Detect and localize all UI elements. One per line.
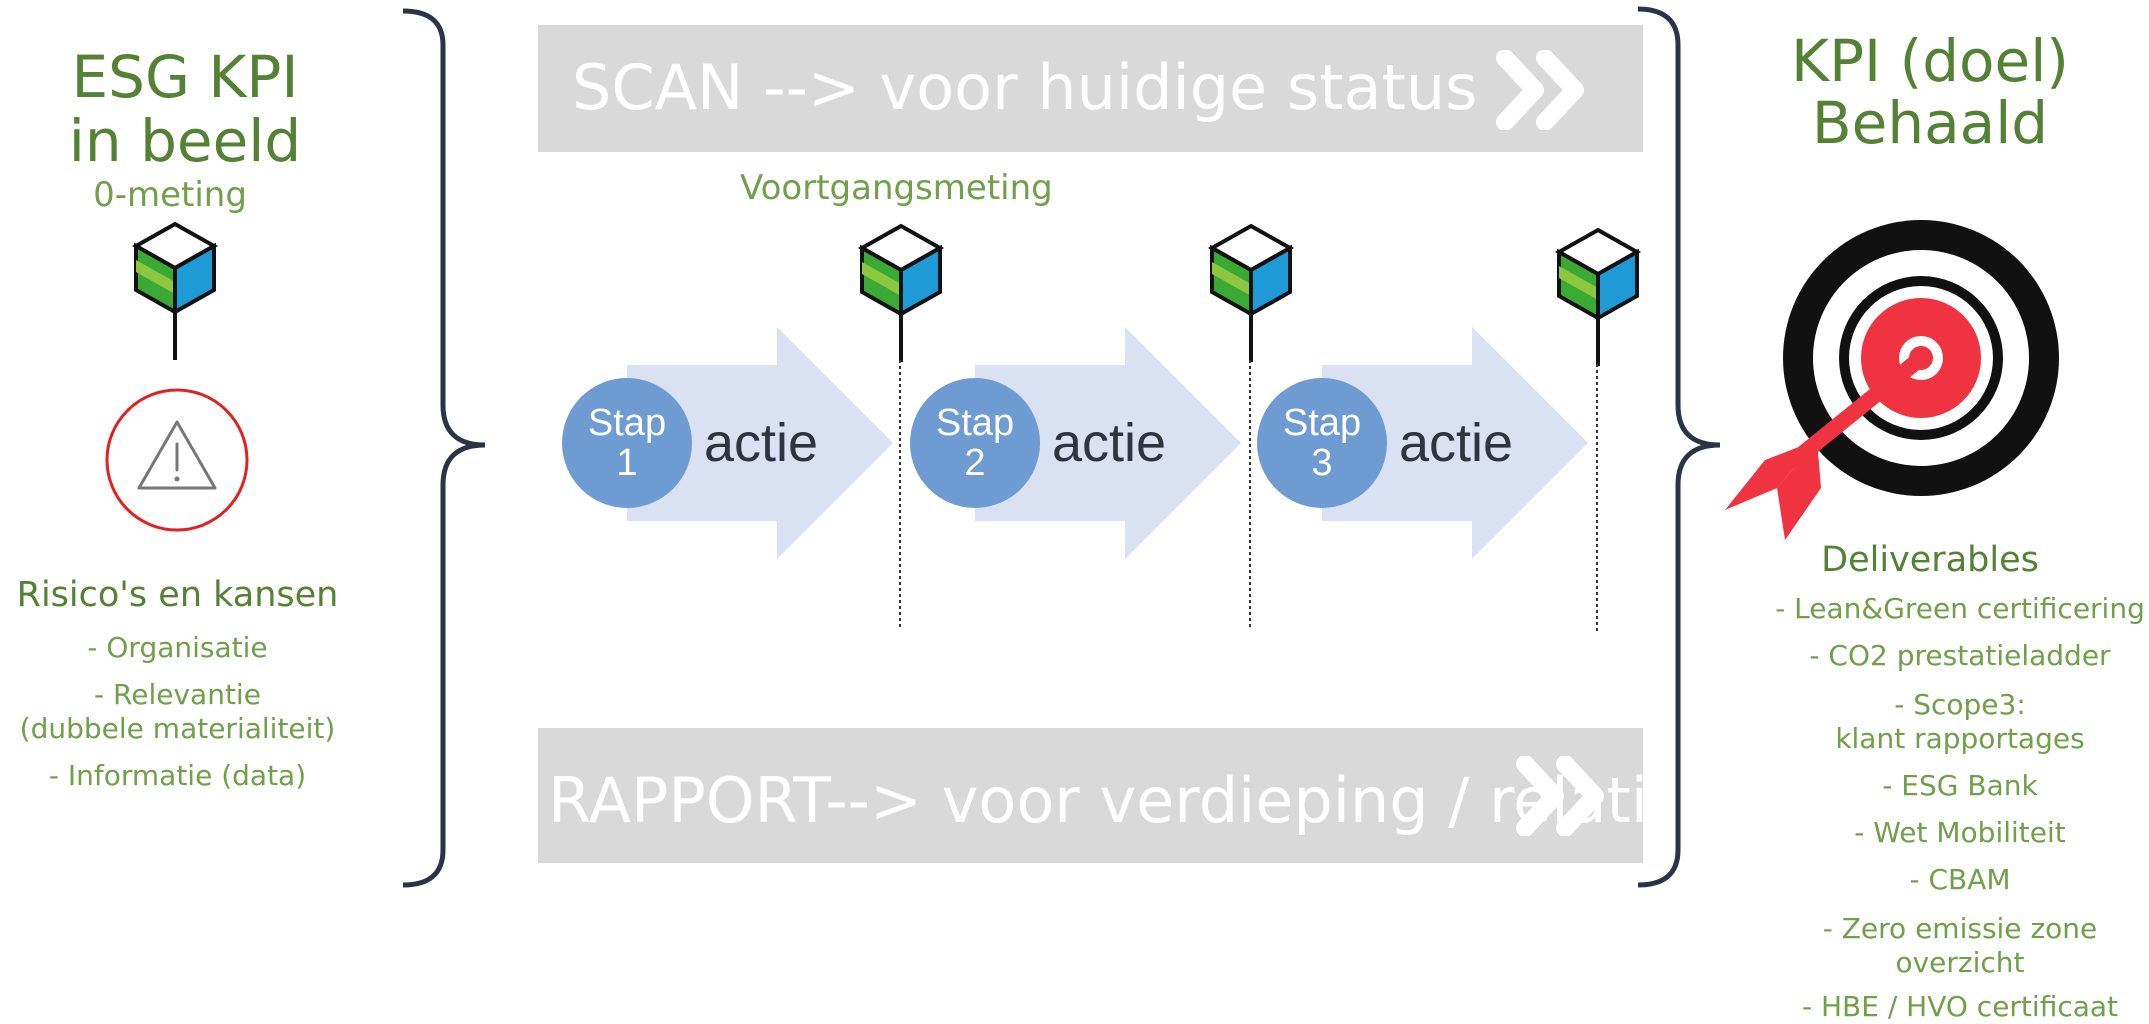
rapport-banner: RAPPORT--> voor verdieping / relati: [538, 728, 1643, 863]
right-title-line1: KPI (doel): [1791, 27, 2069, 95]
deliverable-item: - CO2 prestatieladder: [1809, 639, 2111, 672]
step-arrow-1: [627, 327, 893, 559]
risks-title: Risico's en kansen: [16, 575, 339, 615]
right-title: KPI (doel) Behaald: [1720, 30, 2140, 154]
cube-marker-icon: [1207, 223, 1295, 362]
left-title-line2: in beeld: [68, 107, 302, 175]
step-arrow-2: [975, 327, 1241, 559]
deliverable-item: - HBE / HVO certificaat: [1801, 990, 2119, 1023]
risk-item: - Relevantie: [94, 678, 261, 711]
step-label-1: Stap 1: [562, 403, 692, 483]
step-number: 2: [964, 442, 986, 484]
step-action-1: actie: [704, 413, 819, 473]
step-action-3: actie: [1399, 413, 1514, 473]
left-title: ESG KPI in beeld: [20, 45, 350, 173]
risk-item: - Organisatie: [87, 631, 268, 664]
step-circle-3: [1257, 378, 1387, 508]
deliverable-item: - Wet Mobiliteit: [1854, 816, 2066, 849]
deliverable-item: - Lean&Green certificering: [1775, 592, 2145, 625]
steps-arrows: [562, 327, 1588, 559]
cube-marker-icon: [131, 221, 219, 360]
right-brace: [1637, 6, 1721, 888]
deliverables-title: Deliverables: [1821, 540, 2039, 580]
cube-marker-icon: [1554, 227, 1642, 366]
step-label-2: Stap 2: [910, 403, 1040, 483]
deliverable-item: - ESG Bank: [1882, 769, 2038, 802]
progress-dotted-line: [899, 360, 901, 628]
warning-icon: [105, 388, 249, 532]
scan-banner: SCAN --> voor huidige status: [538, 25, 1643, 152]
deliverable-item: - CBAM: [1909, 863, 2011, 896]
left-subtitle: 0-meting: [93, 175, 247, 215]
step-label-text: Stap: [587, 402, 667, 444]
voortgang-label: Voortgangsmeting: [740, 168, 1053, 208]
progress-dotted-line: [1596, 364, 1598, 632]
step-label-3: Stap 3: [1257, 403, 1387, 483]
deliverable-item: - Zero emissie zone: [1822, 912, 2098, 945]
double-chevron-icon: [1496, 50, 1584, 130]
step-arrow-3: [1322, 327, 1588, 559]
step-circle-2: [910, 378, 1040, 508]
step-label-text: Stap: [935, 402, 1015, 444]
target-icon: [1725, 220, 2059, 540]
left-brace: [402, 8, 486, 888]
step-number: 3: [1311, 442, 1333, 484]
step-label-text: Stap: [1282, 402, 1362, 444]
rapport-banner-text: RAPPORT--> voor verdieping / relati: [548, 764, 1643, 837]
step-circle-1: [562, 378, 692, 508]
right-title-line2: Behaald: [1811, 89, 2049, 157]
deliverable-item: - Scope3:: [1894, 688, 2026, 721]
double-chevron-icon: [1516, 756, 1604, 836]
step-action-2: actie: [1052, 413, 1167, 473]
left-title-line1: ESG KPI: [71, 43, 299, 111]
deliverable-item: overzicht: [1895, 946, 2025, 979]
cube-marker-icon: [857, 223, 945, 362]
scan-banner-text: SCAN --> voor huidige status: [572, 51, 1478, 124]
risk-item: (dubbele materialiteit): [19, 712, 336, 745]
deliverable-item: klant rapportages: [1835, 722, 2085, 755]
step-number: 1: [616, 442, 638, 484]
progress-dotted-line: [1249, 360, 1251, 628]
risk-item: - Informatie (data): [48, 759, 307, 792]
